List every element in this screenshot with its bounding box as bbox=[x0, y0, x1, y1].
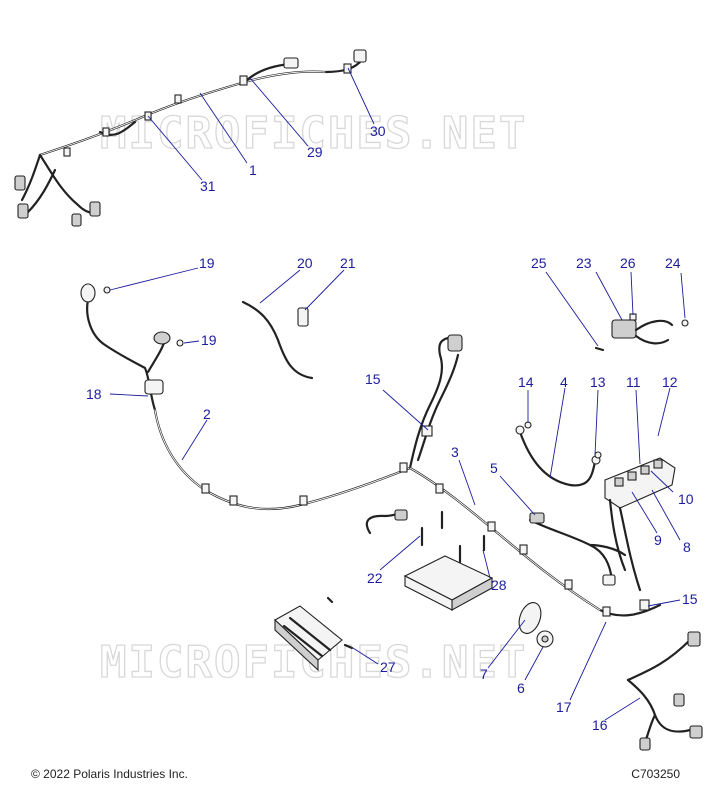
callout-11: 11 bbox=[626, 374, 641, 390]
callout-15b: 15 bbox=[682, 591, 698, 607]
callout-31: 31 bbox=[200, 178, 216, 194]
callout-22: 22 bbox=[367, 570, 383, 586]
harness-upper bbox=[14, 49, 367, 227]
callout-10: 10 bbox=[678, 491, 694, 507]
callout-26: 26 bbox=[620, 255, 636, 271]
callout-5: 5 bbox=[490, 460, 498, 476]
callout-2: 2 bbox=[203, 406, 211, 422]
callout-17: 17 bbox=[556, 699, 572, 715]
harness-16 bbox=[626, 631, 703, 751]
callout-1: 1 bbox=[249, 162, 257, 178]
callout-labels: 1 2 3 4 5 6 7 8 9 10 11 12 13 14 15 15 1… bbox=[86, 123, 698, 733]
callout-16: 16 bbox=[592, 717, 608, 733]
wire-part-5 bbox=[528, 512, 627, 586]
nut-13 bbox=[594, 451, 602, 459]
callout-13: 13 bbox=[590, 374, 606, 390]
nut-19a bbox=[103, 286, 111, 294]
ecu-module bbox=[403, 555, 494, 611]
callout-20: 20 bbox=[297, 255, 313, 271]
callout-12: 12 bbox=[662, 374, 678, 390]
callout-15a: 15 bbox=[365, 371, 381, 387]
nut-19b bbox=[176, 339, 184, 347]
callout-25: 25 bbox=[531, 255, 547, 271]
figure-code: C703250 bbox=[631, 767, 680, 781]
grommets bbox=[518, 602, 554, 648]
callout-28: 28 bbox=[491, 577, 507, 593]
callout-9: 9 bbox=[654, 532, 662, 548]
callout-29: 29 bbox=[307, 144, 323, 160]
callout-18: 18 bbox=[86, 386, 102, 402]
regulator bbox=[274, 596, 354, 672]
harness-right bbox=[408, 466, 662, 617]
fuse-box bbox=[604, 457, 676, 592]
harness-main bbox=[80, 283, 412, 511]
callout-8: 8 bbox=[683, 539, 691, 555]
harness-center-branch bbox=[408, 334, 463, 470]
cable-20 bbox=[241, 300, 314, 380]
callout-19a: 19 bbox=[199, 255, 215, 271]
callout-14: 14 bbox=[518, 374, 534, 390]
callout-21: 21 bbox=[340, 255, 356, 271]
watermark-top: MICROFICHES.NET bbox=[100, 108, 527, 159]
copyright-text: © 2022 Polaris Industries Inc. bbox=[31, 767, 188, 781]
callout-3: 3 bbox=[451, 444, 459, 460]
callout-24: 24 bbox=[665, 255, 681, 271]
callout-4: 4 bbox=[560, 374, 568, 390]
callout-27: 27 bbox=[380, 659, 396, 675]
leader-lines bbox=[109, 67, 686, 721]
callout-23: 23 bbox=[576, 255, 592, 271]
ground-strap-4 bbox=[515, 425, 601, 487]
callout-7: 7 bbox=[480, 666, 488, 682]
callout-30: 30 bbox=[370, 123, 386, 139]
callout-19b: 19 bbox=[201, 332, 217, 348]
relay-group bbox=[594, 313, 689, 352]
callout-6: 6 bbox=[517, 680, 525, 696]
cable-22 bbox=[365, 509, 486, 564]
